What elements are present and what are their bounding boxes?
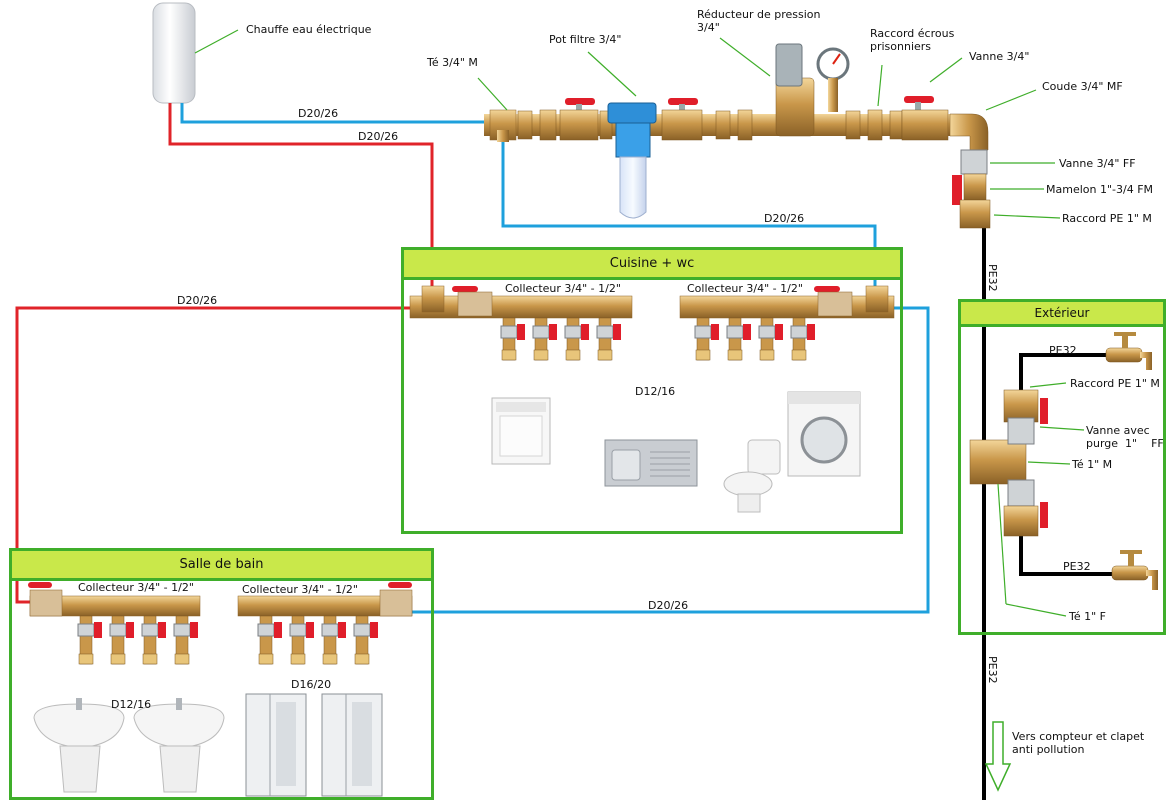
manifold-outlet-valve [141,615,166,665]
label-pipe-d20-cold-heater: D20/26 [298,107,339,120]
manifold-outlet-valve [109,615,134,665]
valve-handle-3 [901,96,949,141]
exterieur-title: Extérieur [961,302,1163,327]
label-te-34: Té 3/4" M [427,56,478,69]
pe32-branch-top [1019,353,1110,390]
pe32-branch-bottom [1019,530,1115,576]
manifold-outlet-valve [758,317,783,361]
label-coude: Coude 3/4" MF [1042,80,1123,93]
manifold-outlet-valve [289,615,314,665]
elbow-34-fitting [949,113,989,151]
manifold-outlet-valve [726,317,751,361]
label-pipe-d20-hot-heater: D20/26 [358,130,399,143]
label-ext-raccord-pe: Raccord PE 1" M [1070,377,1160,390]
label-cuisine-collecteur-left: Collecteur 3/4" - 1/2" [505,282,621,295]
water-heater [152,2,196,110]
manifold-outlet-valve [321,615,346,665]
filter-pot [607,102,657,219]
sdb-collector-right [237,582,413,617]
label-cuisine-collecteur-right: Collecteur 3/4" - 1/2" [687,282,803,295]
dishwasher [491,397,551,465]
salle-de-bain-box: Salle de bain [9,548,434,800]
salle-de-bain-title: Salle de bain [12,551,431,581]
label-pot-filtre: Pot filtre 3/4" [549,33,622,46]
label-vanne-34: Vanne 3/4" [969,50,1030,63]
washing-machine [787,391,861,477]
manifold-outlet-valve [173,615,198,665]
flow-direction-arrow [984,721,1012,792]
mamelon-fitting [963,173,987,201]
label-vers-compteur: Vers compteur et clapet anti pollution [1012,730,1145,756]
manifold-outlet-valve [77,615,102,665]
cuisine-wc-box: Cuisine + wc [401,247,903,534]
hot-water-pipes [15,104,434,604]
raccord-pe-1m-bottom [1003,505,1039,537]
leader-heater [194,29,239,54]
label-ext-pe32-bottom: PE32 [1063,560,1091,573]
label-raccord-ecrous: Raccord écrous prisonniers [870,27,955,53]
valve-handle-1 [559,98,599,141]
label-vanne-34-ff: Vanne 3/4" FF [1059,157,1136,170]
valve-34-ff-body [960,149,988,175]
label-pipe-d20-left: D20/26 [177,294,218,307]
valve-34-ff-handle [952,175,962,205]
cuisine-collector-left [409,285,633,319]
manifold-outlet-valve [353,615,378,665]
label-heater: Chauffe eau électrique [246,23,372,36]
leader-lines-exterior [997,382,1085,617]
valve-handle-2 [661,98,703,141]
washbasin-2 [133,698,225,793]
label-sdb-d12: D12/16 [111,698,152,711]
label-cuisine-d12: D12/16 [635,385,676,398]
exterieur-box: Extérieur [958,299,1166,635]
label-sdb-collecteur-left: Collecteur 3/4" - 1/2" [78,581,194,594]
te-1m-fitting [969,439,1027,485]
manifold-outlet-valve [564,317,589,361]
label-ext-vanne-purge: Vanne avec purge 1" FF [1086,424,1164,450]
label-ext-te-1m: Té 1" M [1072,458,1113,471]
label-ext-pe32-top: PE32 [1049,344,1077,357]
cuisine-outlets [500,317,815,361]
raccord-pe-1m-top [1003,389,1039,423]
garden-tap-bottom [1111,550,1158,590]
hot-pipe-cuisine-to-sdb [15,306,410,604]
manifold-outlet-valve [532,317,557,361]
label-raccord-pe-main: Raccord PE 1" M [1062,212,1152,225]
kitchen-sink [604,439,698,487]
main-supply-manifold [484,43,991,229]
cuisine-collector-right [679,285,895,319]
label-mamelon: Mamelon 1"-3/4 FM [1046,183,1154,196]
manifold-outlet-valve [500,317,525,361]
label-pipe-d20-cuisine: D20/26 [764,212,805,225]
manifold-outlet-valve [257,615,282,665]
label-pe32-main-vertical: PE32 [986,264,999,292]
shower-cabin-1 [245,693,307,797]
garden-tap-top [1105,332,1152,370]
pressure-reducer-body [775,77,815,137]
top-valves [559,96,949,141]
shower-cabin-2 [321,693,383,797]
exterior-fittings [969,389,1048,537]
manifold-outlet-valve [790,317,815,361]
sdb-outlets [77,615,378,665]
pressure-reducer-cap [775,43,803,87]
label-sdb-d16: D16/20 [291,678,332,691]
washbasin-1 [33,698,125,793]
label-sdb-collecteur-right: Collecteur 3/4" - 1/2" [242,583,358,596]
cold-pipe-to-sdb [408,306,930,614]
leader-lines-top [477,37,1061,219]
sdb-collector-left [28,582,201,617]
label-ext-te-1f: Té 1" F [1069,610,1106,623]
label-pipe-d20-sdb: D20/26 [648,599,689,612]
vanne-purge-top [1007,417,1035,445]
raccord-pe-main-fitting [959,199,991,229]
toilet [723,439,781,513]
cuisine-wc-title: Cuisine + wc [404,250,900,280]
manifold-outlet-valve [694,317,719,361]
label-reducteur: Réducteur de pression 3/4" [697,8,821,34]
label-pe32-lower-vertical: PE32 [986,656,999,684]
hot-pipe-heater-to-cuisine [168,104,434,290]
vanne-purge-bottom [1007,479,1035,507]
manifold-outlet-valve [596,317,621,361]
